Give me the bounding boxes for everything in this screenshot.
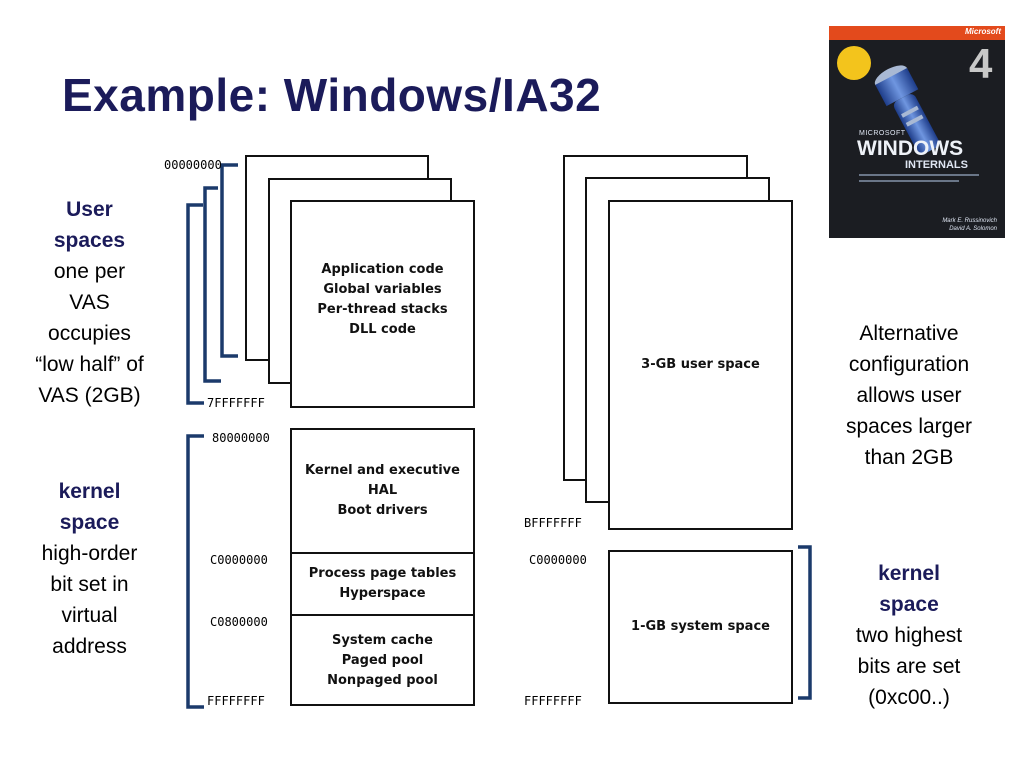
address-page-tables: C0000000 <box>210 553 268 567</box>
book-divider <box>859 174 979 176</box>
divider-page-tables <box>292 552 473 554</box>
kernel-segment-line: HAL <box>367 483 398 498</box>
alternative-line: allows user <box>856 384 962 407</box>
book-publisher: Microsoft <box>965 27 1001 36</box>
book-edition-number: 4 <box>969 40 993 87</box>
book-divider-2 <box>859 180 959 182</box>
kernel-space-right-heading-2: space <box>879 593 939 616</box>
kernel-space-line: high-order <box>41 542 138 565</box>
kernel-segment-line: Boot drivers <box>337 503 428 518</box>
kernel-space-right-note: kernel space two highest bits are set (0… <box>832 558 986 713</box>
alternative-config-note: Alternative configuration allows user sp… <box>826 318 992 473</box>
address-right-system-start: C0000000 <box>529 553 587 567</box>
user-content-line: DLL code <box>349 322 416 337</box>
alternative-line: configuration <box>848 353 970 376</box>
book-top-stripe <box>829 26 1005 40</box>
cache-line: Paged pool <box>341 653 424 668</box>
user-bracket-back <box>220 163 238 358</box>
user-spaces-note: User spaces one per VAS occupies “low ha… <box>22 194 157 411</box>
flashlight-icon <box>874 65 940 155</box>
large-user-label-text: 3-GB user space <box>641 357 760 372</box>
kernel-space-line: bit set in <box>50 573 129 596</box>
kernel-space-heading-2: space <box>59 511 120 534</box>
address-right-end: FFFFFFFF <box>524 694 582 708</box>
cache-line: Nonpaged pool <box>327 673 438 688</box>
book-authors-line2: David A. Solomon <box>949 226 997 232</box>
large-user-box-label: 3-GB user space <box>610 202 791 528</box>
cache-line: System cache <box>332 633 433 648</box>
kernel-space-box: Kernel and executive HAL Boot drivers Pr… <box>290 428 475 706</box>
cache-segment: System cache Paged pool Nonpaged pool <box>292 616 473 706</box>
system-space-box: 1-GB system space <box>608 550 793 704</box>
book-series-line: MICROSOFT <box>859 130 906 137</box>
book-cover-image: Microsoft 4 MICROSOFT WINDOWS INTERNALS … <box>829 26 1005 238</box>
address-cache: C0800000 <box>210 615 268 629</box>
user-spaces-heading-1: User <box>66 198 113 221</box>
address-end: FFFFFFFF <box>207 694 265 708</box>
alternative-line: Alternative <box>859 322 959 345</box>
user-spaces-line: VAS <box>69 291 110 314</box>
user-spaces-line: occupies <box>48 322 131 345</box>
book-authors-line1: Mark E. Russinovich <box>942 218 997 224</box>
kernel-space-note: kernel space high-order bit set in virtu… <box>22 476 157 662</box>
book-badge-icon <box>837 46 871 80</box>
kernel-bracket-left <box>186 434 204 709</box>
slide-title: Example: Windows/IA32 <box>62 69 602 121</box>
user-content-line: Global variables <box>323 282 442 297</box>
user-space-box-front: Application code Global variables Per-th… <box>290 200 475 408</box>
alternative-line: spaces larger <box>845 415 973 438</box>
address-right-user-end: BFFFFFFF <box>524 516 582 530</box>
kernel-space-heading-1: kernel <box>58 480 121 503</box>
kernel-space-right-line: two highest <box>855 624 963 647</box>
book-title-line1: WINDOWS <box>857 137 964 160</box>
kernel-space-right-line: bits are set <box>857 655 961 678</box>
kernel-segment-line: Kernel and executive <box>305 463 460 478</box>
user-spaces-line: VAS (2GB) <box>38 384 141 407</box>
user-spaces-heading-2: spaces <box>53 229 126 252</box>
user-bracket-middle <box>203 186 221 383</box>
address-kernel-start: 80000000 <box>212 431 270 445</box>
kernel-space-line: virtual <box>61 604 118 627</box>
large-user-box-front: 3-GB user space <box>608 200 793 530</box>
user-content-line: Per-thread stacks <box>317 302 448 317</box>
kernel-space-right-line: (0xc00..) <box>868 686 950 709</box>
kernel-space-line: address <box>52 635 127 658</box>
page-tables-segment: Process page tables Hyperspace <box>292 554 473 614</box>
kernel-space-right-heading-1: kernel <box>878 562 940 585</box>
book-title-line2: INTERNALS <box>905 159 968 171</box>
system-space-label: 1-GB system space <box>610 552 791 702</box>
user-content-line: Application code <box>321 262 444 277</box>
user-bracket-front <box>186 203 204 405</box>
system-space-label-text: 1-GB system space <box>631 619 770 634</box>
kernel-executive-segment: Kernel and executive HAL Boot drivers <box>292 430 473 552</box>
user-space-contents: Application code Global variables Per-th… <box>292 262 473 338</box>
alternative-line: than 2GB <box>864 446 954 469</box>
divider-cache <box>292 614 473 616</box>
user-spaces-line: “low half” of <box>35 353 144 376</box>
user-spaces-line: one per <box>53 260 126 283</box>
address-start: 00000000 <box>164 158 222 172</box>
address-user-end: 7FFFFFFF <box>207 396 265 410</box>
page-tables-line: Process page tables <box>308 566 457 581</box>
kernel-bracket-right <box>798 545 812 700</box>
page-tables-line: Hyperspace <box>339 586 426 601</box>
